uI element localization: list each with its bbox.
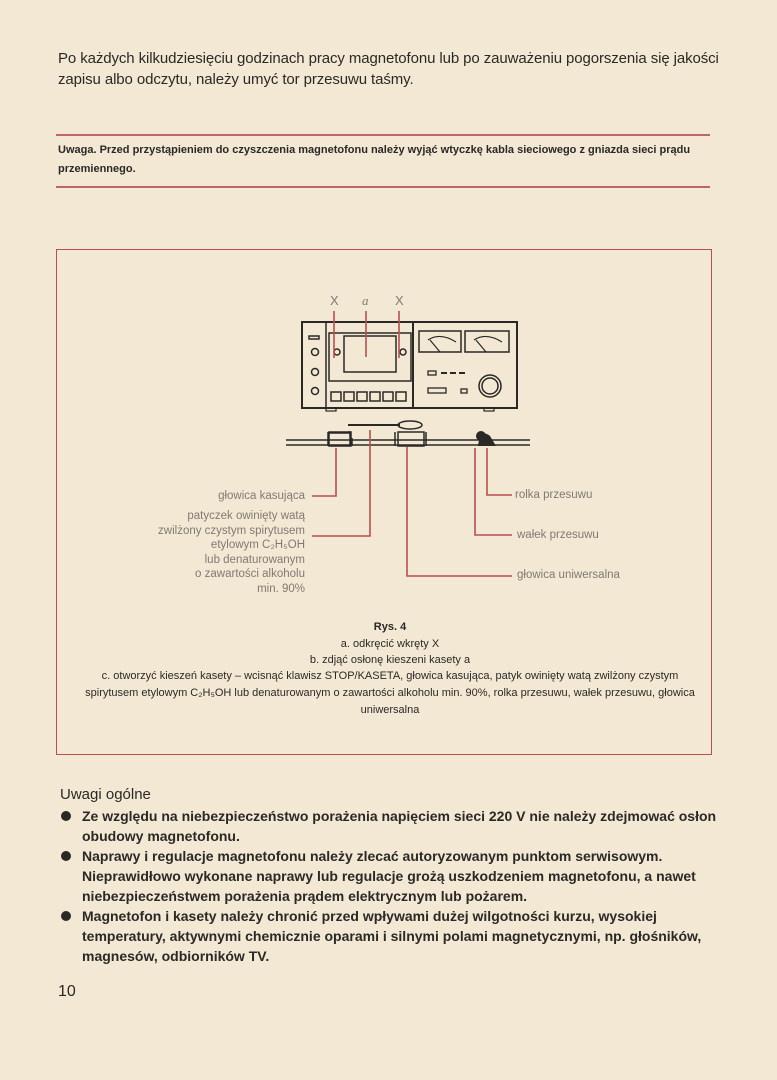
- vu-meter-right: [464, 330, 510, 353]
- pinch-roller: [478, 433, 496, 446]
- mark-cover-a: a: [362, 293, 369, 308]
- caption-title: Rys. 4: [373, 621, 407, 633]
- cassette-compartment: [328, 332, 412, 382]
- warning-note: Uwaga. Przed przystąpieniem do czyszczen…: [58, 144, 691, 175]
- swab-line: o zawartości alkoholu: [195, 568, 305, 580]
- mark-screw-left: X: [330, 293, 339, 308]
- warning-top-rule: [56, 134, 710, 136]
- bullet-icon: [61, 851, 71, 861]
- figure-caption-title: Rys. 4: [70, 619, 710, 636]
- label-capstan: wałek przesuwu: [517, 529, 599, 541]
- deck-body: [301, 321, 518, 409]
- general-notes-title: Uwagi ogólne: [60, 786, 151, 803]
- general-note-item: Naprawy i regulacje magnetofonu należy z…: [60, 846, 720, 906]
- erase-head: [328, 431, 352, 447]
- bullet-icon: [61, 811, 71, 821]
- swab-line: zwilżony czystym spirytusem: [158, 524, 305, 537]
- label-pinch-roller: rolka przesuwu: [515, 489, 593, 501]
- caption-step-c: c. otworzyć kieszeń kasety – wcisnąć kla…: [85, 670, 695, 716]
- caption-step-b: b. zdjąć osłonę kieszeni kasety a: [309, 654, 471, 666]
- mark-screw-right: X: [395, 293, 404, 308]
- swab-line: etylowym C₂H₅OH: [210, 539, 305, 551]
- intro-paragraph: Po każdych kilkudziesięciu godzinach pra…: [58, 50, 719, 88]
- label-erase-head: głowica kasująca: [218, 490, 305, 502]
- leader-lines: [312, 311, 512, 577]
- transport-keys: [330, 391, 407, 402]
- swab-line: min. 90%: [257, 582, 305, 595]
- universal-head: [397, 431, 425, 447]
- volume-knob: [478, 374, 502, 398]
- figure-frame: [56, 249, 712, 755]
- general-notes: Uwagi ogólne Ze względu na niebezpieczeń…: [60, 786, 720, 966]
- warning-bottom-rule: [56, 186, 710, 188]
- note-text: Magnetofon i kasety należy chronić przed…: [82, 908, 702, 964]
- bullet-icon: [61, 911, 71, 921]
- note-text: Naprawy i regulacje magnetofonu należy z…: [82, 848, 696, 904]
- note-text: Ze względu na niebezpieczeństwo porażeni…: [82, 808, 717, 844]
- caption-step-a: a. odkręcić wkręty X: [340, 638, 440, 650]
- general-note-item: Magnetofon i kasety należy chronić przed…: [60, 906, 720, 966]
- label-universal-head: głowica uniwersalna: [517, 569, 620, 581]
- label-swab: patyczek owinięty watą zwilżony czystym …: [140, 509, 305, 596]
- page-number: 10: [58, 983, 76, 1000]
- swab-line: patyczek owinięty watą: [187, 510, 305, 522]
- swab-line: lub denaturowanym: [204, 553, 305, 566]
- general-note-item: Ze względu na niebezpieczeństwo porażeni…: [60, 806, 720, 846]
